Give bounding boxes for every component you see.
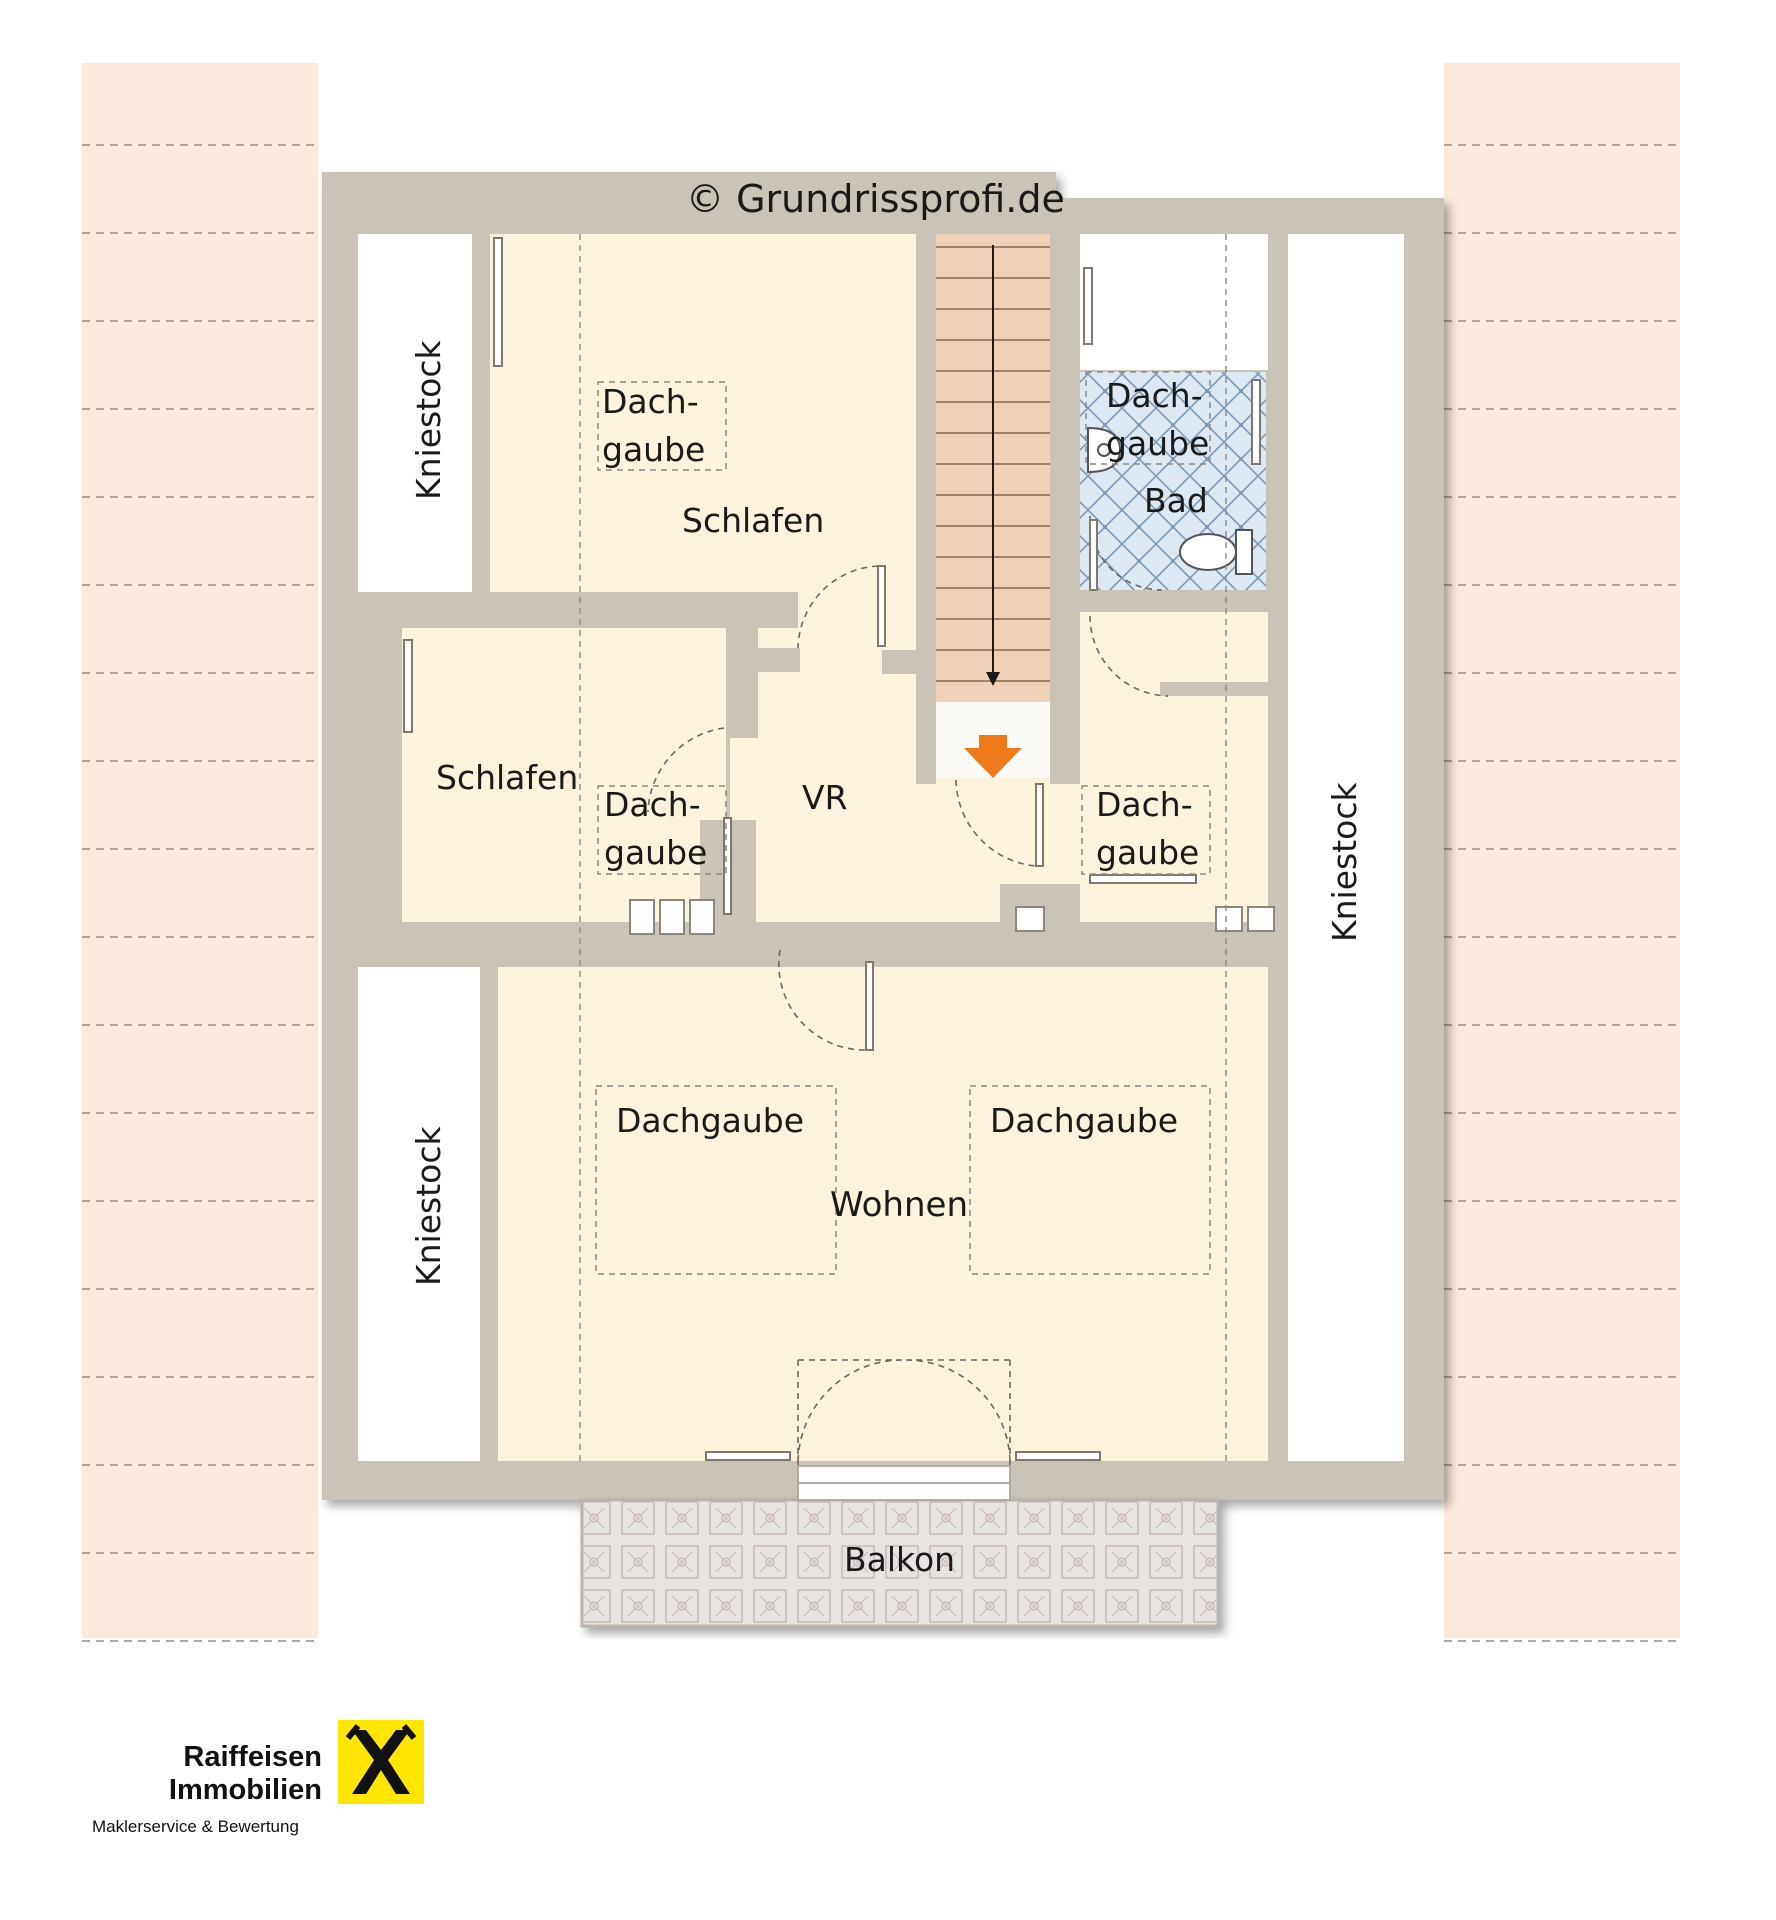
kniestock-label-right: Kniestock	[1325, 782, 1364, 942]
floor-upper-right-corridor	[1080, 234, 1268, 370]
floor-schlafen-top	[490, 234, 916, 592]
chimney-left	[629, 899, 715, 935]
room-label-schlafen-top: Schlafen	[682, 501, 824, 540]
floor-wohnen	[498, 967, 1268, 1461]
toilet-icon	[1179, 529, 1253, 575]
room-label-wohnen: Wohnen	[830, 1185, 968, 1225]
copyright-label: © Grundrissprofi.de	[686, 177, 1065, 221]
chimney-middle	[1015, 906, 1045, 932]
kniestock-label-bottom-left: Kniestock	[409, 1126, 448, 1286]
roof-strip-left	[82, 63, 318, 1638]
room-label-schlafen-left: Schlafen	[436, 758, 578, 797]
kniestock-bottom-left-area	[358, 967, 480, 1461]
staircase[interactable]	[936, 234, 1050, 778]
interior-walls	[378, 234, 1288, 1463]
dormer-label-bad-2: gaube	[1106, 424, 1209, 463]
brand-name-line1: Raiffeisen	[183, 1741, 322, 1773]
brand-name-line2: Immobilien	[168, 1774, 322, 1806]
windows	[403, 237, 1261, 1461]
kniestock-label-top-left: Kniestock	[409, 340, 448, 500]
dormer-label-schlafen-left-1: Dach-	[604, 785, 701, 824]
dormer-label-wohnen-left: Dachgaube	[616, 1101, 804, 1140]
dormer-label-schlafen-top-1: Dach-	[602, 382, 699, 421]
dormer-label-vr-right-2: gaube	[1096, 833, 1199, 872]
raiffeisen-gable-cross-icon	[338, 1720, 424, 1804]
dormer-label-bad-1: Dach-	[1106, 376, 1203, 415]
dormer-outlines	[595, 371, 1211, 1275]
room-label-balkon: Balkon	[844, 1540, 955, 1579]
kniestock-right-area	[1288, 234, 1404, 1461]
chimney-right	[1215, 906, 1275, 932]
dormer-label-wohnen-right: Dachgaube	[990, 1101, 1178, 1140]
dormer-label-vr-right-1: Dach-	[1096, 785, 1193, 824]
washbasin-icon	[1087, 426, 1122, 474]
room-label-vr: VR	[802, 778, 848, 817]
stair-down-arrow-icon	[964, 735, 1022, 778]
balcony	[580, 1498, 1220, 1628]
brand-tagline: Maklerservice & Bewertung	[92, 1817, 299, 1836]
roof-strip-right	[1444, 63, 1680, 1638]
dormer-label-schlafen-top-2: gaube	[602, 430, 705, 469]
kniestock-top-left-area	[358, 234, 472, 592]
door-leaves	[723, 519, 1098, 1051]
room-label-bad: Bad	[1144, 481, 1208, 520]
dormer-label-schlafen-left-2: gaube	[604, 833, 707, 872]
